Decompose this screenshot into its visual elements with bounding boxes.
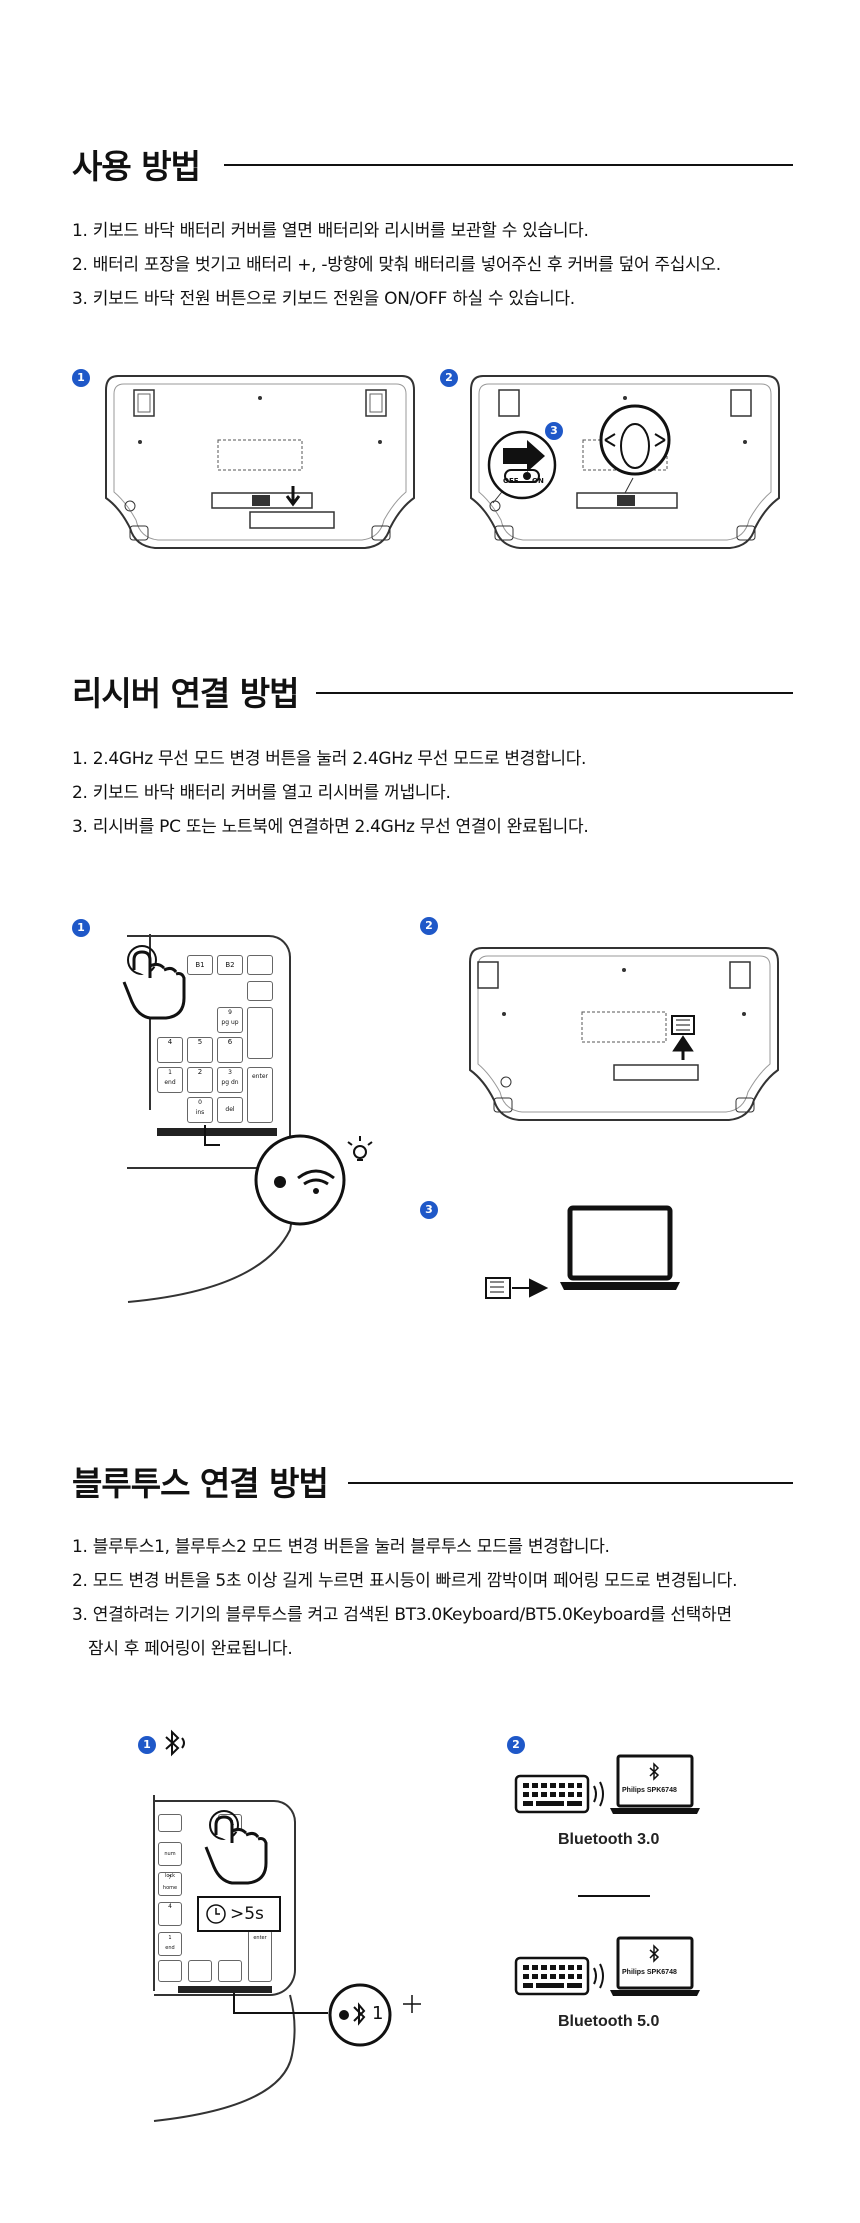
bt50-device-name: Philips SPK6748 [622,1969,677,1976]
pairing-divider [578,1895,650,1897]
usage-step-2: 2. 배터리 포장을 벗기고 배터리 +, -방향에 맞춰 배터리를 넣어주신 … [72,255,721,275]
key-minus [247,981,273,1001]
receiver-title: 리시버 연결 방법 [72,674,299,713]
key-del: del [217,1097,243,1123]
receiver-steps: 1. 2.4GHz 무선 모드 변경 버튼을 눌러 2.4GHz 무선 모드로 … [72,742,589,844]
keyboard-bottom-power-illustration [470,375,780,549]
key-enter: enter [247,1067,273,1123]
usage-title: 사용 방법 [72,147,201,186]
key-4: 4 [157,1037,183,1063]
key-b2: B2 [217,955,243,975]
bt50-pairing-illustration [514,1936,700,1996]
bt30-device-name: Philips SPK6748 [622,1787,677,1794]
bt30-pairing-illustration [514,1754,700,1814]
usage-step-1: 1. 키보드 바닥 배터리 커버를 열면 배터리와 리시버를 보관할 수 있습니… [72,221,589,241]
bluetooth-step-1: 1. 블루투스1, 블루투스2 모드 변경 버튼을 눌러 블루투스 모드를 변경… [72,1537,610,1557]
receiver-step-1: 1. 2.4GHz 무선 모드 변경 버튼을 눌러 2.4GHz 무선 모드로 … [72,749,587,769]
key-del [218,1960,242,1982]
usage-step-3: 3. 키보드 바닥 전원 버튼으로 키보드 전원을 ON/OFF 하실 수 있습… [72,289,575,309]
key-0 [158,1960,182,1982]
usage-badge-2: 2 [440,369,458,387]
bluetooth-title-rule [348,1482,793,1484]
receiver-badge-3: 3 [420,1201,438,1219]
bluetooth-badge-1: 1 [138,1736,156,1754]
bt50-caption: Bluetooth 5.0 [558,2013,660,2030]
indicator-number: 1 [372,2003,384,2024]
receiver-step-2: 2. 키보드 바닥 배터리 커버를 열고 리시버를 꺼냅니다. [72,783,451,803]
key-2-4ghz [247,955,273,975]
key-2-4ghz [158,1814,182,1832]
usage-badge-1: 1 [72,369,90,387]
bluetooth-badge-2: 2 [507,1736,525,1754]
key-5: 5 [187,1037,213,1063]
receiver-badge-2: 2 [420,917,438,935]
hold-duration-label: >5s [230,1904,264,1924]
receiver-step-3: 3. 리시버를 PC 또는 노트북에 연결하면 2.4GHz 무선 연결이 완료… [72,817,589,837]
key-numlock: num lock [158,1842,182,1879]
bluetooth-step-3-cont: 잠시 후 페어링이 완료됩니다. [88,1639,293,1659]
key-6: 6 [217,1037,243,1063]
usage-title-rule [224,164,793,166]
bluetooth-step-2: 2. 모드 변경 버튼을 5초 이상 길게 누르면 표시등이 빠르게 깜박이며 … [72,1571,738,1591]
key-2: 2 [187,1067,213,1093]
bluetooth-step1-overlay [153,1795,421,2122]
bluetooth-step-3: 3. 연결하려는 기기의 블루투스를 켜고 검색된 BT3.0Keyboard/… [72,1605,732,1625]
keyboard-bottom-battery-illustration [105,375,415,549]
bluetooth-title: 블루투스 연결 방법 [72,1464,329,1503]
receiver-badge-1: 1 [72,919,90,937]
bluetooth-steps: 1. 블루투스1, 블루투스2 모드 변경 버튼을 눌러 블루투스 모드를 변경… [72,1530,737,1666]
receiver-to-laptop-illustration [485,1205,680,1299]
receiver-title-rule [316,692,793,694]
bluetooth-signal-icon [165,1729,185,1757]
key-ins [188,1960,212,1982]
keyboard-bottom-receiver-illustration [469,947,779,1121]
usage-badge-3: 3 [545,422,563,440]
key-4: 4 [158,1902,182,1926]
switch-on-label: ON [532,477,544,485]
switch-off-label: OFF [503,477,519,485]
indicator-bar [157,1128,277,1136]
key-plus [247,1007,273,1059]
bt30-caption: Bluetooth 3.0 [558,1831,660,1848]
key-b1: B1 [187,955,213,975]
usage-steps: 1. 키보드 바닥 배터리 커버를 열면 배터리와 리시버를 보관할 수 있습니… [72,214,721,316]
indicator-bar [178,1986,272,1993]
receiver-step1-overlay [122,934,373,1303]
